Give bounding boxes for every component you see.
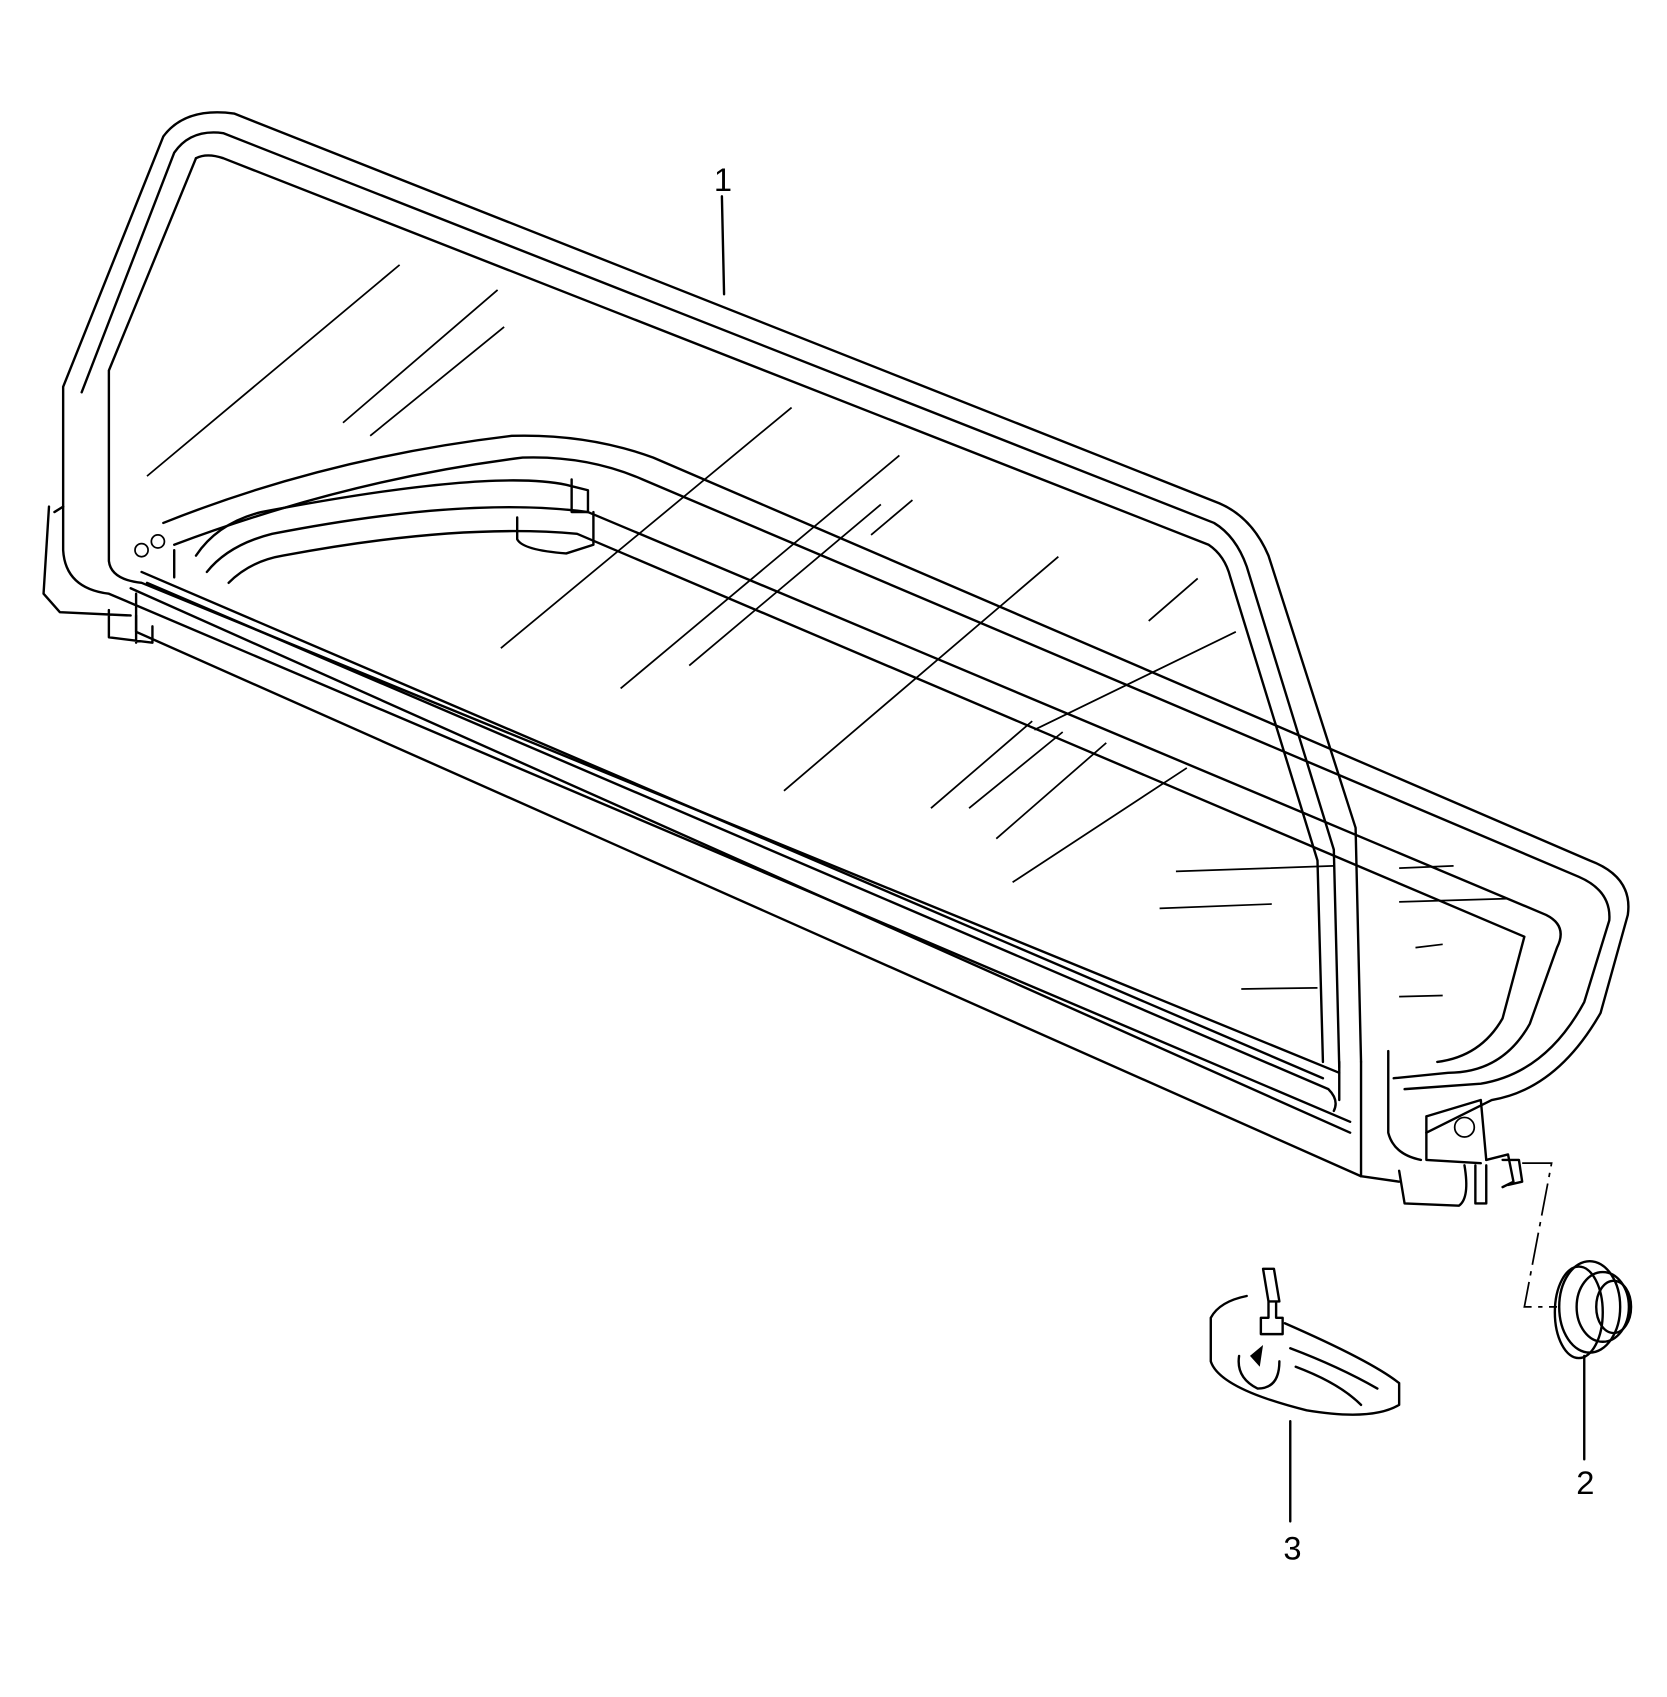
callout-leader-1 xyxy=(720,195,726,296)
washer-nozzle-part-3 xyxy=(1209,1267,1401,1523)
wind-deflector-part-1 xyxy=(42,111,1630,1207)
nut-part-2 xyxy=(1553,1259,1633,1461)
callout-label-1: 1 xyxy=(714,161,732,198)
callout-label-2: 2 xyxy=(1576,1464,1594,1501)
assembly-line xyxy=(1522,1162,1558,1308)
callout-label-3: 3 xyxy=(1283,1530,1301,1567)
